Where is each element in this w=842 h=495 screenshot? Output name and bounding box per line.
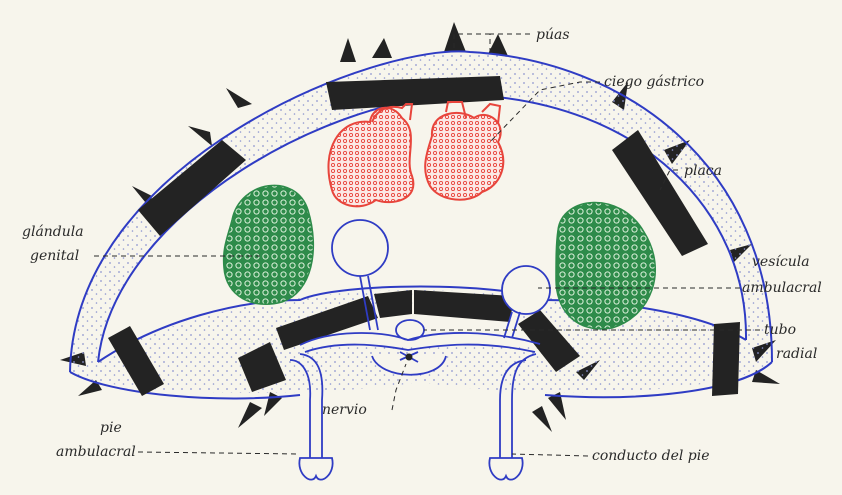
label-vesicula: vesícula bbox=[752, 254, 810, 270]
label-conducto-del-pie: conducto del pie bbox=[592, 448, 710, 464]
label-tubo: tubo bbox=[764, 322, 796, 338]
label-ciego-gastrico: ciego gástrico bbox=[604, 74, 704, 90]
label-pie: pie bbox=[100, 420, 122, 436]
label-radial: radial bbox=[776, 346, 817, 362]
label-puas: púas bbox=[536, 27, 570, 43]
label-vesicula-ambulacral: ambulacral bbox=[742, 280, 822, 296]
label-pie-ambulacral: ambulacral bbox=[56, 444, 136, 460]
label-genital: genital bbox=[30, 248, 79, 264]
label-glandula: glándula bbox=[22, 224, 84, 240]
label-nervio: nervio bbox=[322, 402, 367, 418]
label-placa: placa bbox=[684, 163, 722, 179]
